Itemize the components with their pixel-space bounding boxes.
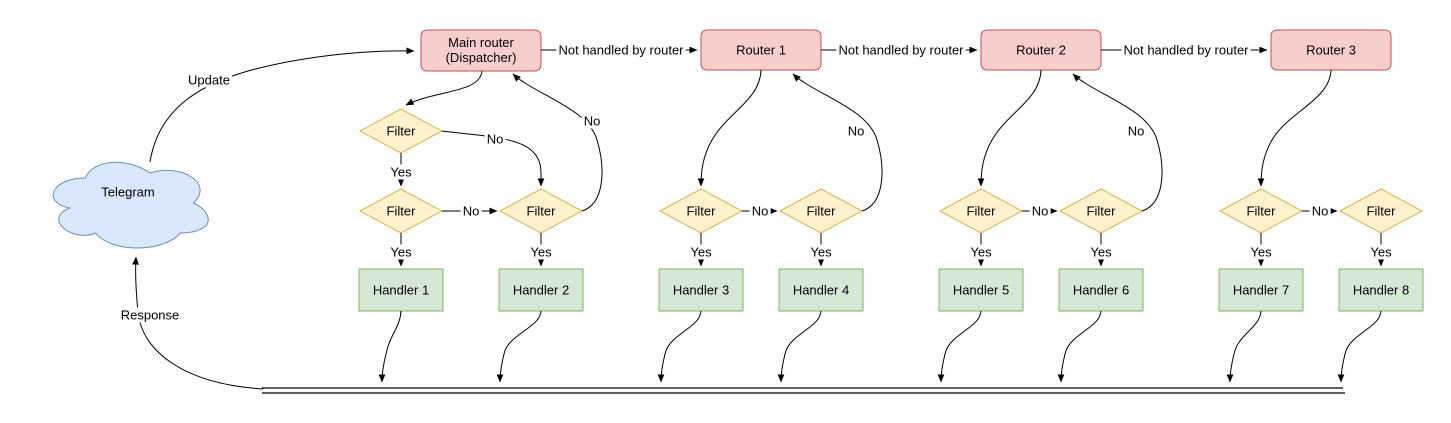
filter-2b-label: Filter [806, 203, 836, 219]
edge-handler1-to-bus [378, 310, 402, 383]
handler-2-box [498, 268, 584, 312]
main-router-label-line2: (Dispatcher) [445, 50, 517, 65]
edge-filter1c-no-to-dispatcher [512, 73, 603, 212]
filter-1b-label: Filter [386, 203, 416, 219]
no-label-filter1c: No [581, 113, 603, 129]
yes-label-filter4b: Yes [1368, 244, 1394, 260]
edge-dispatcher-to-filter1a [405, 70, 483, 106]
handler-2-label: Handler 2 [512, 282, 570, 298]
edge-router3-to-filter4a [1257, 69, 1332, 187]
telegram-label: Telegram [101, 184, 155, 200]
no-label-filter2b: No [845, 123, 867, 139]
no-label-filter3b: No [1125, 123, 1147, 139]
handler-8-label: Handler 8 [1352, 282, 1410, 298]
filter-2a-label: Filter [686, 203, 716, 219]
yes-label-filter1a: Yes [388, 164, 414, 180]
handler-4-box [778, 268, 864, 312]
update-edge-label: Update [186, 72, 232, 88]
filter-3b-label: Filter [1086, 203, 1116, 219]
main-router-label-line1: Main router [448, 35, 514, 50]
response-edge-label: Response [118, 307, 182, 323]
router-1-label: Router 1 [736, 42, 786, 58]
filter-4b-diamond [1338, 188, 1424, 234]
no-label-filter2a: No [749, 203, 771, 219]
yes-label-filter2a: Yes [688, 244, 714, 260]
edge-filter3b-no-to-router2 [1072, 73, 1163, 212]
not-handled-label-1: Not handled by router [556, 42, 686, 58]
handler-1-box [358, 268, 444, 312]
yes-label-filter3b: Yes [1088, 244, 1114, 260]
handler-4-label: Handler 4 [792, 282, 850, 298]
yes-label-filter2b: Yes [808, 244, 834, 260]
edge-router2-to-filter3a [977, 69, 1042, 187]
handler-8-box [1338, 268, 1424, 312]
handler-6-label: Handler 6 [1072, 282, 1130, 298]
handler-7-box [1218, 268, 1304, 312]
filter-1a-label: Filter [386, 123, 416, 139]
handler-6-box [1058, 268, 1144, 312]
edge-handler5-to-bus [937, 310, 982, 383]
yes-label-filter1c: Yes [528, 244, 554, 260]
edge-handler3-to-bus [657, 310, 702, 383]
no-label-filter1b: No [460, 203, 482, 219]
telegram-cloud-shape [52, 161, 209, 249]
filter-1c-label: Filter [526, 203, 556, 219]
router-2-label: Router 2 [1016, 42, 1066, 58]
edge-filter2b-no-to-router1 [792, 73, 883, 212]
edge-router1-to-filter2a [697, 69, 762, 187]
main-router-label: Main router (Dispatcher) [446, 35, 517, 65]
edge-handler8-to-bus [1337, 310, 1382, 383]
handler-3-box [658, 268, 744, 312]
handler-1-label: Handler 1 [372, 282, 430, 298]
yes-label-filter3a: Yes [968, 244, 994, 260]
router-3-label: Router 3 [1306, 42, 1356, 58]
handler-5-label: Handler 5 [952, 282, 1010, 298]
edge-update [149, 47, 415, 163]
edge-handler7-to-bus [1226, 310, 1262, 383]
not-handled-label-2: Not handled by router [836, 42, 966, 58]
edge-response [132, 256, 264, 390]
not-handled-label-3: Not handled by router [1121, 42, 1251, 58]
yes-label-filter4a: Yes [1248, 244, 1274, 260]
handler-3-label: Handler 3 [672, 282, 730, 298]
no-label-filter4a: No [1309, 203, 1331, 219]
no-label-filter3a: No [1029, 203, 1051, 219]
filter-3a-label: Filter [966, 203, 996, 219]
yes-label-filter1b: Yes [388, 244, 414, 260]
edge-handler4-to-bus [777, 310, 822, 383]
filter-4a-label: Filter [1246, 203, 1276, 219]
edge-handler2-to-bus [496, 310, 542, 383]
handler-7-label: Handler 7 [1232, 282, 1290, 298]
edge-handler6-to-bus [1057, 310, 1102, 383]
no-label-filter1a: No [484, 131, 506, 147]
filter-4b-label: Filter [1366, 203, 1396, 219]
edge-filter1a-no-to-filter1c [441, 130, 545, 187]
